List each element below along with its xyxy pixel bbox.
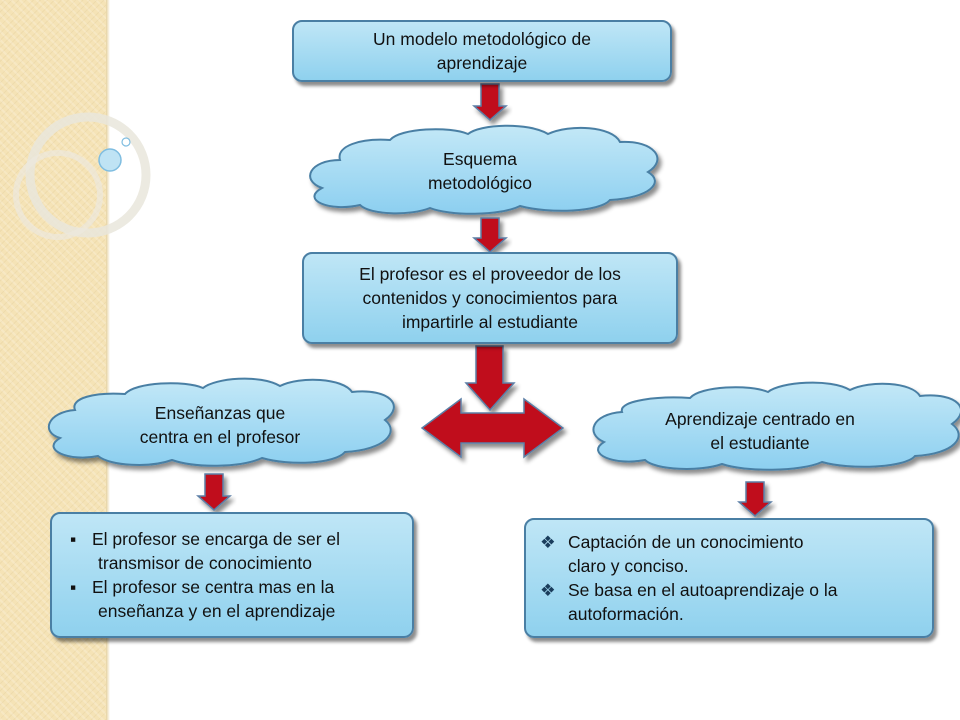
down-arrow-3 bbox=[464, 345, 516, 412]
teacher-box-line-1: El profesor es el proveedor de los bbox=[359, 264, 621, 284]
diamond-bullet-icon: ❖ bbox=[540, 580, 556, 600]
right-item-1-line-1: Captación de un conocimiento bbox=[568, 532, 804, 552]
list-item: ▪ El profesor se centra mas en la enseña… bbox=[58, 575, 406, 623]
decorative-ring-large bbox=[25, 112, 151, 238]
cloud-center-shape bbox=[309, 124, 659, 215]
square-bullet-icon: ▪ bbox=[70, 577, 77, 597]
cloud-center-line-2: metodológico bbox=[427, 173, 533, 193]
teacher-centered-list: ▪ El profesor se encarga de ser el trans… bbox=[58, 527, 406, 623]
cloud-left-shape bbox=[48, 377, 395, 467]
cloud-left-text: Enseñanzas que centra en el profesor bbox=[95, 396, 345, 454]
down-arrow-2 bbox=[472, 217, 508, 253]
cloud-center-text: Esquema metodológico bbox=[395, 142, 565, 200]
decorative-ring-small bbox=[13, 150, 103, 240]
diamond-bullet-icon: ❖ bbox=[540, 532, 556, 552]
student-centered-list: ❖ Captación de un conocimiento claro y c… bbox=[532, 530, 926, 626]
right-item-2-line-2: autoformación. bbox=[568, 604, 684, 624]
down-arrow-left bbox=[196, 473, 232, 511]
down-arrow-1 bbox=[472, 83, 508, 121]
cloud-right-shape bbox=[592, 381, 960, 471]
cloud-left-line-2: centra en el profesor bbox=[139, 427, 301, 447]
student-centered-list-box: ❖ Captación de un conocimiento claro y c… bbox=[524, 518, 934, 638]
cloud-right-line-2: el estudiante bbox=[710, 433, 810, 453]
decorative-bubble bbox=[98, 148, 122, 172]
list-item: ▪ El profesor se encarga de ser el trans… bbox=[58, 527, 406, 575]
square-bullet-icon: ▪ bbox=[70, 529, 77, 549]
title-box: Un modelo metodológico de aprendizaje bbox=[292, 20, 672, 82]
decorative-circles bbox=[13, 112, 151, 240]
cloud-left-line-1: Enseñanzas que bbox=[154, 403, 286, 423]
teacher-box-line-3: impartirle al estudiante bbox=[401, 312, 579, 332]
list-item: ❖ Captación de un conocimiento claro y c… bbox=[532, 530, 926, 578]
left-item-1-line-1: El profesor se encarga de ser el bbox=[92, 529, 341, 549]
double-arrow bbox=[420, 397, 565, 459]
teacher-box-line-2: contenidos y conocimientos para bbox=[362, 288, 618, 308]
left-item-1-line-2: transmisor de conocimiento bbox=[98, 553, 312, 573]
decorative-bubble-small bbox=[121, 137, 131, 147]
right-item-1-line-2: claro y conciso. bbox=[568, 556, 689, 576]
sidebar-edge bbox=[106, 0, 110, 720]
down-arrow-right bbox=[737, 481, 773, 517]
title-line-2: aprendizaje bbox=[436, 53, 528, 73]
cloud-center-line-1: Esquema bbox=[443, 149, 517, 169]
right-item-2-line-1: Se basa en el autoaprendizaje o la bbox=[568, 580, 838, 600]
cloud-right-text: Aprendizaje centrado en el estudiante bbox=[630, 402, 890, 460]
left-item-2-line-1: El profesor se centra mas en la bbox=[92, 577, 335, 597]
title-line-1: Un modelo metodológico de bbox=[373, 29, 591, 49]
list-item: ❖ Se basa en el autoaprendizaje o la aut… bbox=[532, 578, 926, 626]
teacher-centered-list-box: ▪ El profesor se encarga de ser el trans… bbox=[50, 512, 414, 638]
left-item-2-line-2: enseñanza y en el aprendizaje bbox=[98, 601, 336, 621]
teacher-provider-box: El profesor es el proveedor de los conte… bbox=[302, 252, 678, 344]
cloud-right-line-1: Aprendizaje centrado en bbox=[665, 409, 855, 429]
